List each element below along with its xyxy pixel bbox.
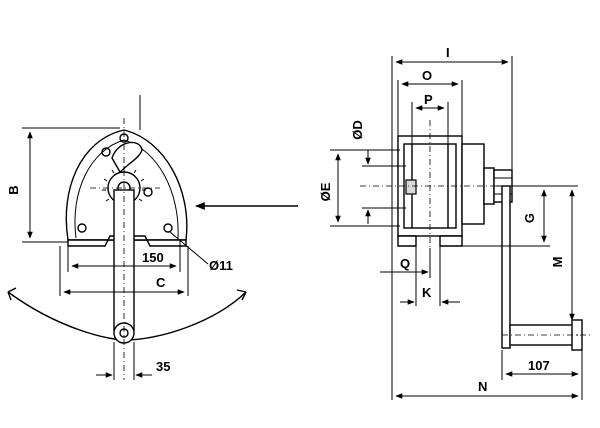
bolt-hole-left [101,147,111,157]
label-b: B [6,185,21,194]
foot-right [439,235,463,247]
leader-d11 [169,231,209,265]
label-e: ØE [318,182,333,201]
foot-left [397,235,417,247]
arc-arrow-right [236,289,247,301]
label-p: P [424,92,433,107]
label-m: M [550,257,565,268]
label-d: ØD [350,120,365,140]
mount-hole-left [77,223,87,233]
label-d11: Ø11 [209,258,233,273]
label-c: C [156,275,166,290]
gear-cover [461,143,485,225]
bearing-left [405,179,417,195]
mount-hole-right [163,223,173,233]
label-q: Q [400,256,410,271]
label-150: 150 [142,250,164,265]
front-view: B 150 Ø11 C 35 [6,95,298,380]
crank-arm-side [501,185,511,349]
side-view: I O P ØD ØE G M Q [318,45,590,400]
label-107: 107 [528,358,550,373]
label-35: 35 [156,359,170,374]
label-i: I [446,45,450,60]
label-g: G [522,213,537,223]
label-k: K [422,285,432,300]
label-n: N [478,379,487,394]
base-flange [67,235,187,247]
arc-arrow-left [7,287,17,301]
label-o: O [422,68,432,83]
ratchet-pawl [111,141,143,174]
